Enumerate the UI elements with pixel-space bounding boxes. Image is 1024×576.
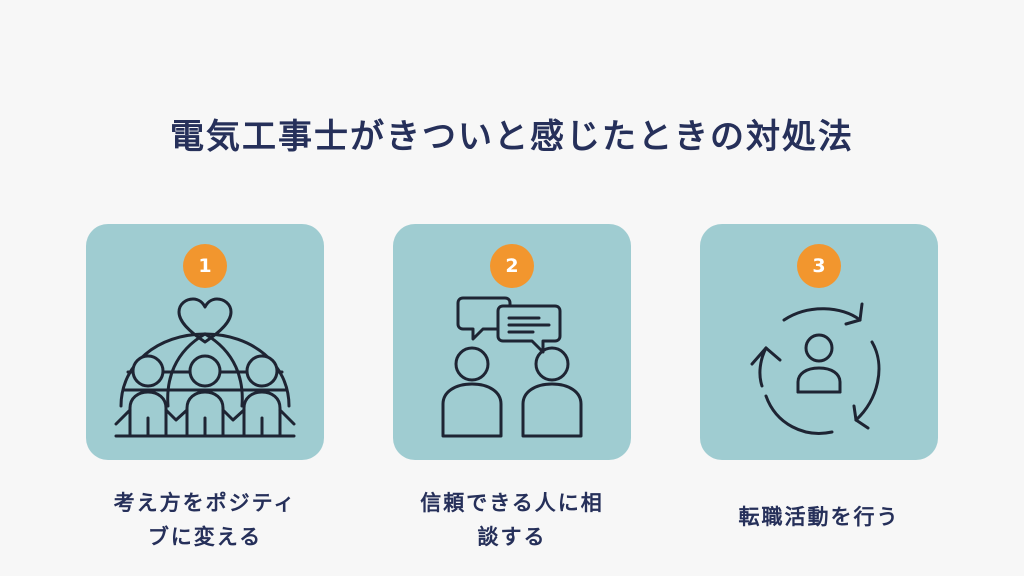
- step-card-2: 2: [393, 224, 631, 460]
- step-number-badge-3: 3: [797, 244, 841, 288]
- people-globe-heart-icon: [114, 297, 296, 438]
- caption-line: 転職活動を行う: [738, 505, 900, 529]
- step-number-badge-1: 1: [183, 244, 227, 288]
- caption-line: 信頼できる人に相: [420, 491, 604, 515]
- caption-line: ブに変える: [147, 525, 263, 549]
- step-number-badge-2: 2: [490, 244, 534, 288]
- caption-line: 考え方をポジティ: [113, 491, 297, 515]
- step-card-1: 1: [86, 224, 324, 460]
- step-caption-3: 転職活動を行う: [700, 500, 938, 534]
- person-cycle-arrows-icon: [750, 302, 881, 435]
- caption-line: 談する: [477, 525, 547, 549]
- step-caption-2: 信頼できる人に相 談する: [393, 486, 631, 554]
- two-people-chat-icon: [441, 296, 583, 438]
- step-card-3: 3: [700, 224, 938, 460]
- page-title: 電気工事士がきついと感じたときの対処法: [170, 116, 854, 157]
- step-caption-1: 考え方をポジティ ブに変える: [86, 486, 324, 554]
